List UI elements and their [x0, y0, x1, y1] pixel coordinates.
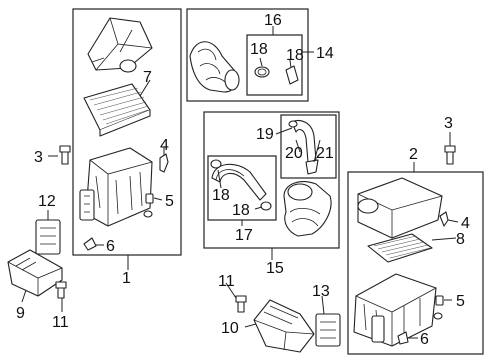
hose-clamp-part-18-d — [260, 201, 272, 211]
bolt-part-11-left — [55, 281, 67, 299]
callout-16: 16 — [264, 12, 282, 29]
callout-11-middle: 11 — [218, 273, 235, 290]
air-filter-element-part — [83, 83, 151, 137]
grommet-part-left — [143, 193, 154, 218]
air-cleaner-cover-part-right — [357, 177, 443, 239]
callout-9: 9 — [16, 305, 25, 322]
callout-4-left: 4 — [160, 137, 169, 154]
intake-hose-part-16 — [189, 41, 240, 93]
group-box-2 — [347, 171, 484, 355]
breather-hose-part-17 — [211, 163, 267, 201]
callout-10: 10 — [221, 320, 239, 337]
hose-clamp-part-18-c — [210, 159, 222, 169]
group-box-1 — [72, 8, 182, 256]
bolt-part-3-left — [59, 145, 71, 165]
hose-clamp-part-right — [397, 331, 409, 345]
callout-1: 1 — [122, 270, 131, 287]
callout-6-left: 6 — [106, 238, 115, 255]
hose-clamp-part-18-a — [254, 66, 270, 78]
callout-12: 12 — [38, 193, 56, 210]
callout-18-a: 18 — [250, 41, 268, 58]
callout-14: 14 — [316, 45, 334, 62]
callout-5-right: 5 — [456, 293, 465, 310]
air-duct-part-9 — [7, 249, 63, 297]
callout-11-left: 11 — [52, 314, 69, 331]
air-cleaner-housing-part — [79, 147, 153, 227]
hose-clamp-part-18-b — [285, 65, 299, 85]
group-box-18-inner — [246, 34, 303, 96]
callout-18-d: 18 — [232, 202, 250, 219]
vent-hose-part-19 — [288, 119, 319, 175]
bolt-part-3-right — [444, 145, 456, 165]
callout-8: 8 — [456, 231, 465, 248]
callout-20: 20 — [285, 145, 303, 162]
callout-3-left: 3 — [34, 149, 43, 166]
callout-3-right: 3 — [444, 115, 453, 132]
hose-clamp-part-left — [83, 237, 97, 251]
callout-5-left: 5 — [165, 193, 174, 210]
callout-13: 13 — [312, 283, 330, 300]
callout-17: 17 — [235, 227, 253, 244]
air-cleaner-cover-part — [87, 17, 153, 73]
callout-21: 21 — [316, 145, 334, 162]
callout-19: 19 — [256, 126, 274, 143]
callout-2: 2 — [409, 146, 418, 163]
callout-18-c: 18 — [212, 187, 230, 204]
callout-6-right: 6 — [420, 331, 429, 348]
callout-4-right: 4 — [461, 215, 470, 232]
air-duct-part-10 — [253, 299, 315, 353]
group-box-16 — [186, 8, 309, 102]
clip-part-right — [439, 211, 449, 227]
group-box-19-21 — [280, 114, 337, 179]
resonator-duct-part-15 — [283, 181, 332, 237]
air-filter-element-part-right — [367, 233, 433, 263]
air-cleaner-housing-part-right — [353, 273, 437, 347]
bracket-part-13 — [315, 313, 341, 347]
callout-7: 7 — [143, 69, 152, 86]
callout-18-b: 18 — [286, 47, 304, 64]
bracket-part-12 — [35, 219, 61, 255]
clip-part-left — [159, 153, 169, 173]
grommet-part-right — [433, 295, 444, 320]
callout-15: 15 — [266, 260, 284, 277]
bolt-part-11-middle — [235, 295, 247, 313]
